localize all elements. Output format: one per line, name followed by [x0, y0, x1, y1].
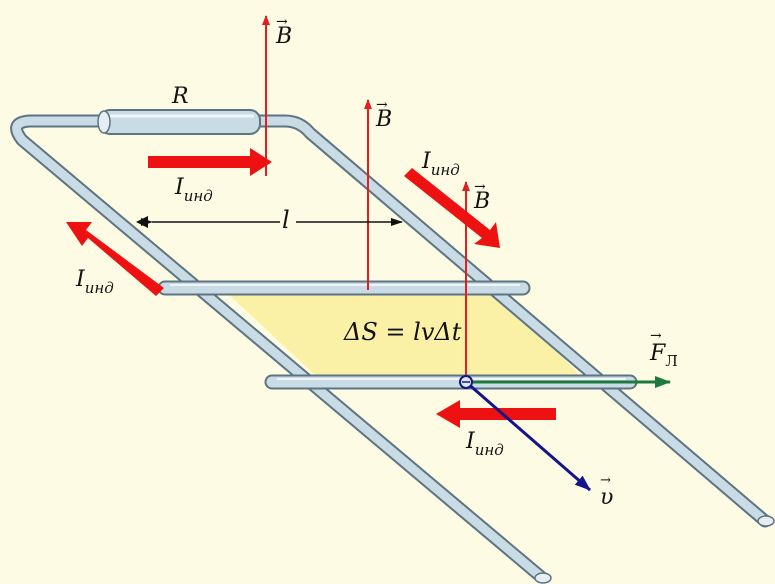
rail-end-right: [757, 515, 775, 527]
velocity-vec: →: [600, 473, 611, 488]
velocity-label: υ: [600, 485, 613, 510]
field-vec-2: →: [376, 97, 388, 113]
rail-frame: [10, 114, 772, 583]
force-vec: →: [650, 328, 662, 344]
current-arrow-left: [66, 222, 164, 296]
field-label-3: B: [473, 189, 490, 214]
current-label-left: Iинд: [75, 267, 114, 297]
rod-initial: [157, 280, 531, 296]
current-label-bottom: Iинд: [465, 429, 504, 459]
current-arrow-top: [148, 148, 272, 176]
area-formula: ΔS = lvΔt: [343, 318, 462, 346]
swept-area: [222, 288, 582, 378]
current-arrows: [66, 148, 556, 428]
field-vec-3: →: [474, 179, 486, 195]
rail-end-left: [534, 572, 552, 584]
current-label-right: Iинд: [421, 149, 460, 179]
velocity-arrow: [465, 380, 591, 492]
field-label-1: B: [275, 24, 292, 49]
force-label: FЛ: [649, 341, 678, 370]
current-arrow-right: [404, 168, 500, 248]
resistor: [97, 109, 261, 135]
length-label: l: [282, 206, 290, 234]
field-vec-1: →: [276, 14, 288, 30]
resistor-label: R: [171, 84, 189, 109]
length-dimension: [136, 216, 403, 228]
current-label-top: Iинд: [174, 175, 213, 205]
current-arrow-bottom: [436, 400, 556, 428]
field-label-2: B: [375, 107, 392, 132]
contact-point: [459, 375, 473, 389]
